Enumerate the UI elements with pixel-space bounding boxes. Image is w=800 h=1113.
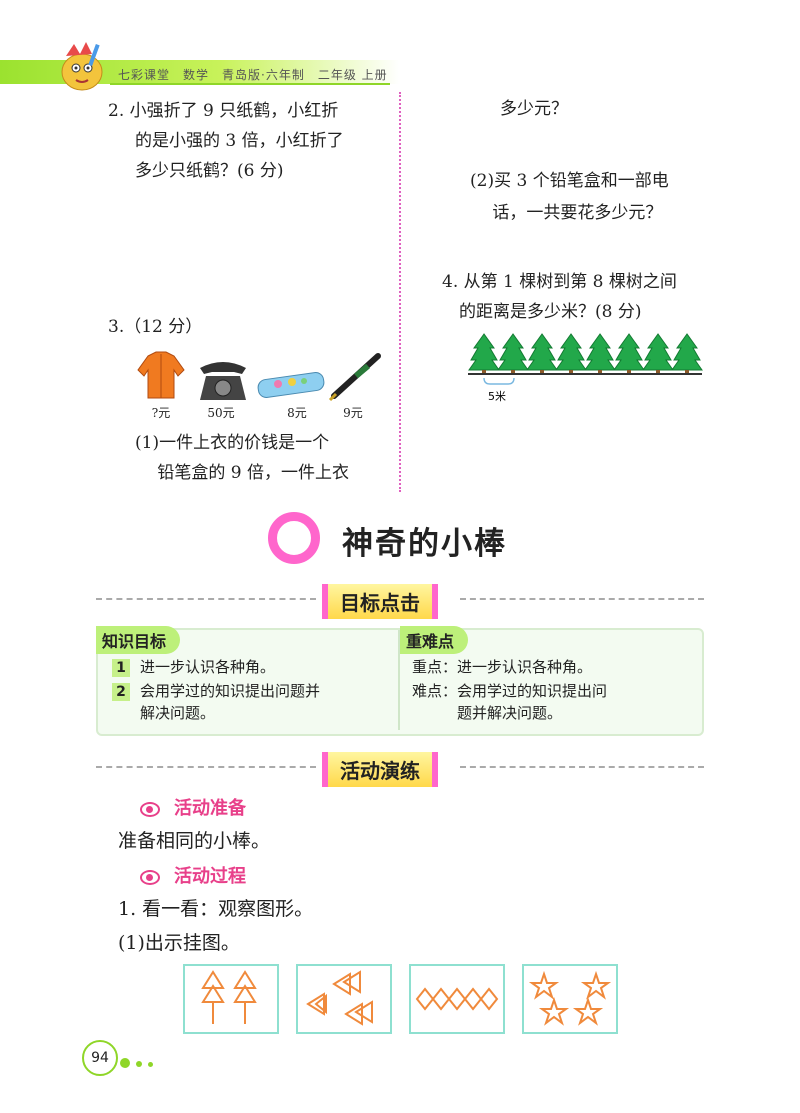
objective-text: 进一步认识各种角。 bbox=[140, 658, 276, 676]
objective-item: 2 会用学过的知识提出问题并 bbox=[112, 680, 320, 702]
pen-icon bbox=[328, 353, 381, 402]
header-rule bbox=[110, 83, 390, 85]
question-2: 2. 小强折了 9 只纸鹤，小红折 的是小强的 3 倍，小红折了 多少只纸鹤？(… bbox=[108, 96, 398, 186]
knowledge-goals-label: 知识目标 bbox=[96, 626, 181, 654]
question-line: (1)一件上衣的价钱是一个 bbox=[135, 433, 330, 453]
eye-icon bbox=[140, 801, 160, 817]
tree-icon bbox=[613, 333, 645, 374]
question-line: 的距离是多少米？(8 分) bbox=[442, 302, 642, 322]
stick-stars-drawing bbox=[528, 970, 612, 1026]
pencil-box-icon bbox=[257, 372, 325, 398]
question-line: 2. 小强折了 9 只纸鹤，小红折 bbox=[108, 101, 339, 121]
step-1-sub-text: (1)出示挂图。 bbox=[118, 932, 240, 954]
divider-left bbox=[96, 598, 316, 600]
figure-stars bbox=[522, 964, 618, 1034]
tree-icon bbox=[555, 333, 587, 374]
heading-text: 活动准备 bbox=[174, 798, 246, 819]
item-number: 1 bbox=[112, 659, 130, 677]
product-images: ?元 50元 8元 9元 bbox=[130, 346, 390, 422]
stick-arrows-drawing bbox=[306, 970, 373, 1026]
question-3-part-1: (1)一件上衣的价钱是一个 铅笔盒的 9 倍，一件上衣 bbox=[135, 428, 395, 488]
objective-text-continued: 解决问题。 bbox=[140, 704, 216, 722]
key-point-line: 重点：进一步认识各种角。 bbox=[412, 658, 593, 676]
tree-icon bbox=[526, 333, 558, 374]
interval-brace bbox=[483, 377, 515, 385]
objectives-divider bbox=[398, 630, 400, 730]
trees-diagram: 5米 bbox=[468, 333, 703, 403]
page-number: 94 bbox=[82, 1040, 118, 1076]
figure-trees bbox=[183, 964, 279, 1034]
question-line: 话，一共要花多少元？ bbox=[470, 203, 663, 223]
question-line: 铅笔盒的 9 倍，一件上衣 bbox=[135, 463, 350, 483]
section-tab-practice: 活动演练 bbox=[322, 752, 438, 787]
tree-icon bbox=[671, 333, 703, 374]
page-dot bbox=[148, 1062, 153, 1067]
section-tab-goals: 目标点击 bbox=[322, 584, 438, 619]
price-label: 8元 bbox=[287, 406, 307, 420]
difficulty-line: 难点：会用学过的知识提出问 bbox=[412, 682, 608, 700]
divider-left bbox=[96, 766, 316, 768]
stick-trees-drawing bbox=[201, 970, 257, 1024]
title-ring-icon bbox=[268, 512, 320, 564]
item-number: 2 bbox=[112, 683, 130, 701]
key-points-label: 重难点 bbox=[400, 626, 469, 654]
question-3-part-2: (2)买 3 个铅笔盒和一部电 话，一共要花多少元？ bbox=[470, 166, 760, 228]
jacket-icon bbox=[137, 351, 185, 399]
column-divider bbox=[399, 92, 401, 492]
lesson-title: 神奇的小棒 bbox=[342, 526, 507, 562]
divider-right bbox=[460, 598, 704, 600]
price-label: 9元 bbox=[343, 406, 363, 420]
tree-icon bbox=[642, 333, 674, 374]
tree-icon bbox=[497, 333, 529, 374]
page-dot bbox=[120, 1058, 130, 1068]
question-4: 4. 从第 1 棵树到第 8 棵树之间 的距离是多少米？(8 分) bbox=[442, 267, 742, 327]
difficulty-line: 题并解决问题。 bbox=[412, 704, 563, 722]
question-line: 多少只纸鹤？(6 分) bbox=[135, 161, 284, 181]
price-label: 50元 bbox=[207, 406, 235, 420]
activity-process-heading: 活动过程 bbox=[140, 862, 246, 888]
figure-diamonds bbox=[409, 964, 505, 1034]
telephone-icon bbox=[200, 362, 246, 400]
step-1-text: 1. 看一看：观察图形。 bbox=[118, 898, 314, 920]
page-dot bbox=[136, 1061, 142, 1067]
prep-text: 准备相同的小棒。 bbox=[118, 830, 271, 852]
question-3-part-1-continued: 多少元？ bbox=[500, 99, 568, 119]
question-3-heading: 3.（12 分） bbox=[108, 317, 203, 337]
heading-text: 活动过程 bbox=[174, 866, 246, 887]
figure-arrows bbox=[296, 964, 392, 1034]
price-label: ?元 bbox=[151, 406, 171, 420]
question-line: 4. 从第 1 棵树到第 8 棵树之间 bbox=[442, 272, 677, 292]
tree-icon bbox=[468, 333, 500, 374]
stick-diamonds-drawing bbox=[415, 987, 499, 1011]
divider-right bbox=[460, 766, 704, 768]
objective-item: 1 进一步认识各种角。 bbox=[112, 656, 275, 678]
mascot-illustration bbox=[61, 42, 103, 91]
activity-prep-heading: 活动准备 bbox=[140, 794, 246, 820]
objective-text: 会用学过的知识提出问题并 bbox=[140, 682, 321, 700]
tree-icon bbox=[584, 333, 616, 374]
question-line: 的是小强的 3 倍，小红折了 bbox=[135, 131, 344, 151]
eye-icon bbox=[140, 869, 160, 885]
interval-label: 5米 bbox=[488, 390, 506, 403]
header-text: 七彩课堂 数学 青岛版·六年制 二年级 上册 bbox=[118, 68, 388, 82]
question-line: (2)买 3 个铅笔盒和一部电 bbox=[470, 171, 669, 191]
